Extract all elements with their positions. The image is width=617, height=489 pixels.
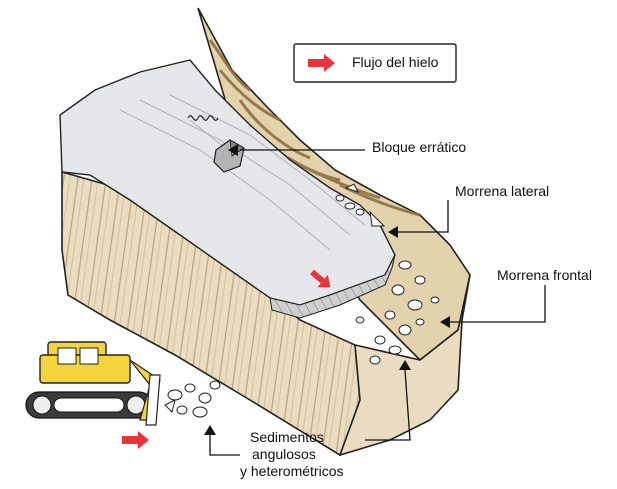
erratic-block-label: Bloque errático [372, 140, 466, 155]
lateral-moraine-label: Morrena lateral [455, 184, 549, 199]
sediments-label-line1: Sedimentos [250, 430, 324, 445]
sediments-label-line3: y heterométricos [240, 464, 343, 479]
frontal-moraine-label: Morrena frontal [497, 268, 592, 283]
bulldozer-flow-arrow-icon [122, 431, 149, 449]
legend-label: Flujo del hielo [352, 55, 438, 70]
sediment-pile [165, 381, 220, 417]
sediments-label-line2: angulosos [252, 447, 316, 462]
bulldozer-icon [26, 342, 160, 425]
